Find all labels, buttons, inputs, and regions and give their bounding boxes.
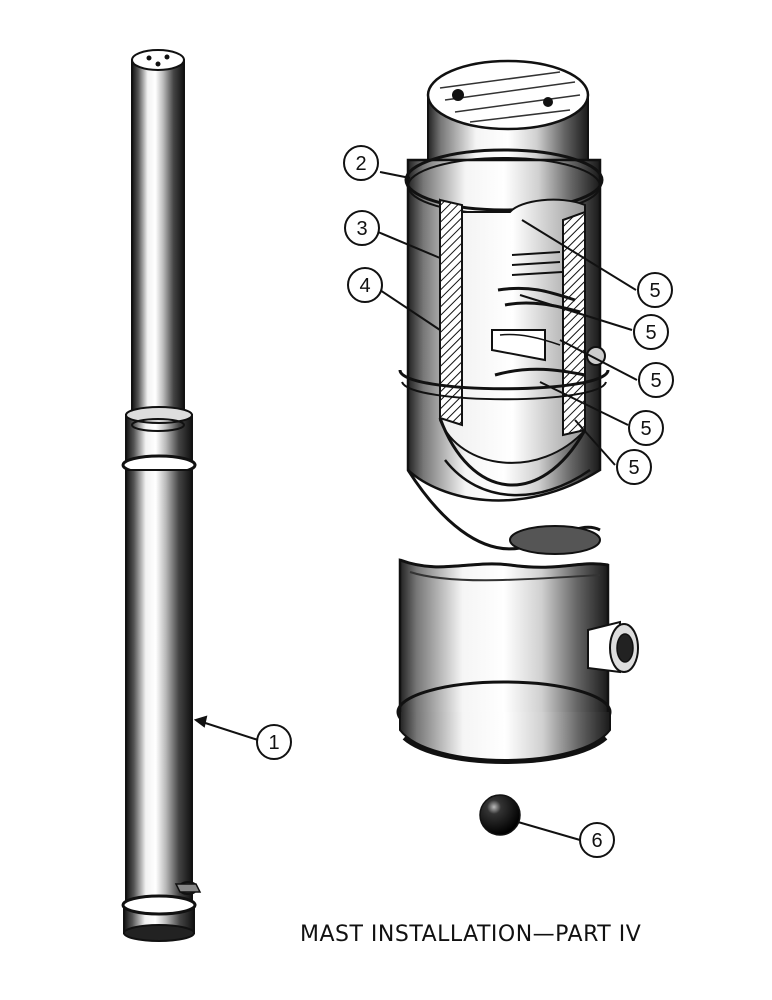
callout-5e: 5 xyxy=(616,449,652,485)
callout-2-label: 2 xyxy=(355,153,366,175)
callout-5d: 5 xyxy=(628,410,664,446)
mast-tube xyxy=(121,49,202,942)
lower-housing xyxy=(396,558,639,764)
callout-6: 6 xyxy=(579,822,615,858)
callout-2: 2 xyxy=(343,145,379,181)
callout-5c-label: 5 xyxy=(650,370,661,392)
callout-5e-label: 5 xyxy=(628,457,639,479)
callout-6-label: 6 xyxy=(591,830,602,852)
callout-4-label: 4 xyxy=(359,275,370,297)
diagram-caption: MAST INSTALLATION—PART IV xyxy=(300,922,642,947)
callout-4: 4 xyxy=(347,267,383,303)
callout-1: 1 xyxy=(256,724,292,760)
callout-5a-label: 5 xyxy=(649,280,660,302)
callout-1-label: 1 xyxy=(268,732,279,754)
callout-3: 3 xyxy=(344,210,380,246)
callout-5b: 5 xyxy=(633,314,669,350)
callout-5d-label: 5 xyxy=(640,418,651,440)
upper-housing xyxy=(398,59,610,555)
steel-ball xyxy=(479,794,521,836)
leader-lines xyxy=(193,171,638,841)
callout-3-label: 3 xyxy=(356,218,367,240)
callout-5c: 5 xyxy=(638,362,674,398)
callout-5b-label: 5 xyxy=(645,322,656,344)
callout-5a: 5 xyxy=(637,272,673,308)
